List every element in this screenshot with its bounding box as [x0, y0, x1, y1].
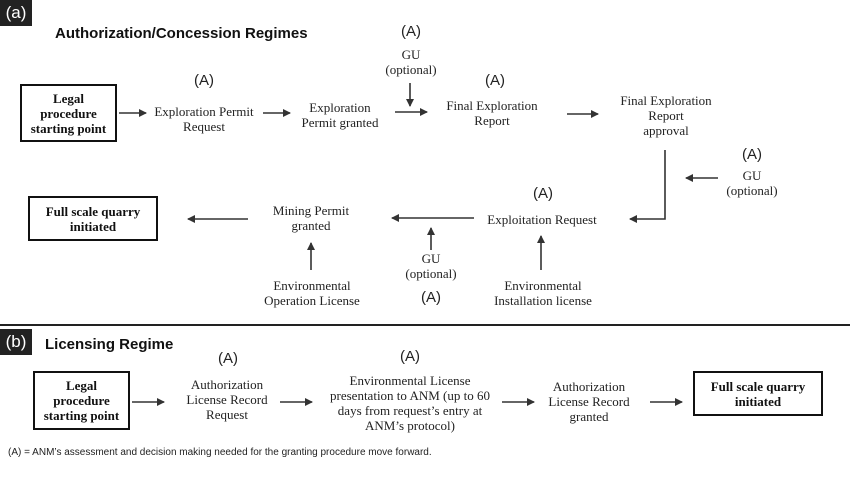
- final-exploration-report: Final Exploration Report: [446, 98, 538, 128]
- gu-optional-right: GU (optional): [726, 168, 778, 198]
- final-exploration-report-approval: Final Exploration Report approval: [620, 93, 712, 138]
- full-scale-quarry-box-a: Full scale quarry initiated: [28, 196, 158, 241]
- anm-marker: (A): [742, 146, 762, 163]
- environmental-operation-license: Environmental Operation License: [264, 278, 360, 308]
- anm-marker: (A): [533, 185, 553, 202]
- anm-marker: (A): [194, 72, 214, 89]
- legal-start-label-b: Legal procedure starting point: [43, 378, 120, 423]
- legal-start-label-a: Legal procedure starting point: [30, 90, 107, 136]
- panel-b-title: Licensing Regime: [45, 336, 174, 353]
- full-scale-quarry-label-a: Full scale quarry initiated: [45, 203, 141, 234]
- panel-a-tag: (a): [0, 0, 32, 26]
- anm-marker: (A): [218, 350, 238, 367]
- anm-marker: (A): [400, 348, 420, 365]
- arrow-approval-to-exploitation: [629, 150, 666, 223]
- anm-marker: (A): [421, 289, 441, 306]
- footnote: (A) = ANM’s assessment and decision maki…: [8, 447, 432, 458]
- mining-permit-granted: Mining Permit granted: [272, 203, 350, 233]
- gu-optional-bottom: GU (optional): [405, 251, 457, 281]
- exploration-permit-request: Exploration Permit Request: [154, 104, 254, 134]
- panel-a-title: Authorization/Concession Regimes: [55, 25, 308, 42]
- authorization-license-record-request: Authorization License Record Request: [186, 377, 268, 422]
- anm-marker: (A): [485, 72, 505, 89]
- legal-start-box-b: Legal procedure starting point: [33, 371, 130, 430]
- authorization-license-record-granted: Authorization License Record granted: [548, 379, 630, 424]
- panel-divider: [0, 324, 850, 326]
- exploitation-request: Exploitation Request: [487, 212, 597, 227]
- panel-b-tag: (b): [0, 329, 32, 355]
- environmental-license-presentation: Environmental License presentation to AN…: [330, 373, 490, 433]
- full-scale-quarry-label-b: Full scale quarry initiated: [710, 378, 806, 409]
- environmental-installation-license: Environmental Installation license: [494, 278, 592, 308]
- anm-marker: (A): [401, 23, 421, 40]
- gu-optional-top: GU (optional): [385, 47, 437, 77]
- exploration-permit-granted: Exploration Permit granted: [301, 100, 379, 130]
- full-scale-quarry-box-b: Full scale quarry initiated: [693, 371, 823, 416]
- legal-start-box-a: Legal procedure starting point: [20, 84, 117, 142]
